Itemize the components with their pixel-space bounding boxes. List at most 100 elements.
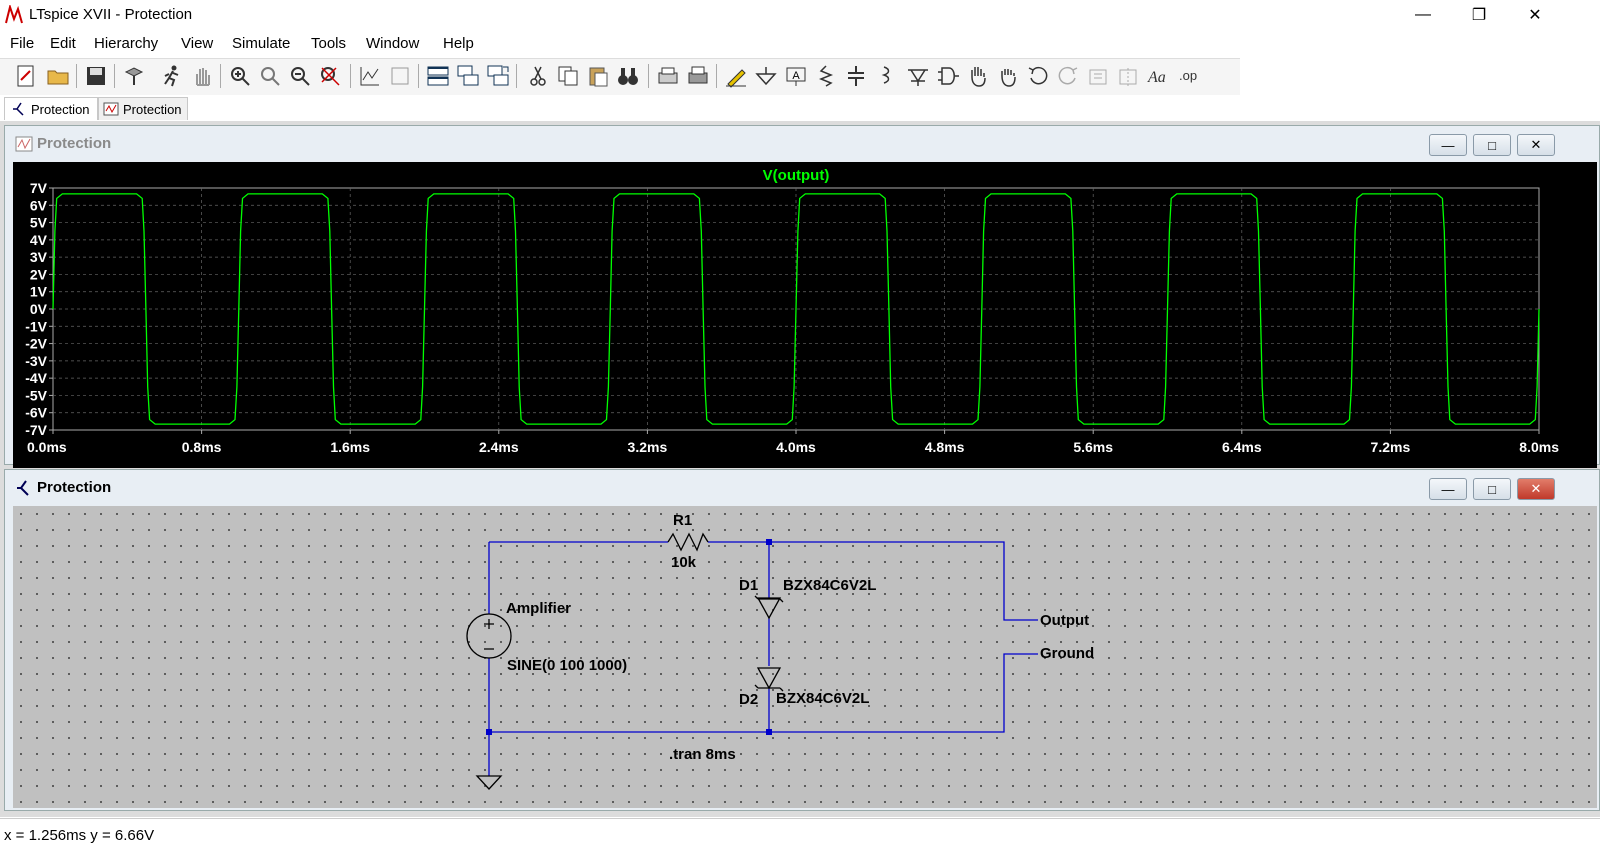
wire-bottom[interactable] — [489, 653, 1038, 733]
new-schematic-icon[interactable] — [14, 64, 38, 88]
menu-help[interactable]: Help — [443, 35, 474, 52]
capacitor-icon[interactable] — [844, 64, 868, 88]
autorange-icon[interactable] — [358, 64, 382, 88]
y-tick-label: 1V — [30, 284, 48, 300]
diode-icon[interactable] — [906, 64, 930, 88]
menu-view[interactable]: View — [181, 35, 214, 52]
menu-tools[interactable]: Tools — [311, 35, 347, 52]
zoom-in-icon[interactable] — [228, 64, 252, 88]
save-icon[interactable] — [84, 64, 108, 88]
mirror-icon[interactable] — [1116, 64, 1140, 88]
cut-icon[interactable] — [526, 64, 550, 88]
move-hand-icon[interactable] — [966, 64, 990, 88]
paste-icon[interactable] — [586, 64, 610, 88]
output-net-label[interactable]: Output — [1040, 612, 1090, 629]
menu-hierarchy[interactable]: Hierarchy — [94, 35, 159, 52]
waveform-minimize-button[interactable]: — — [1429, 134, 1467, 156]
y-tick-label: -5V — [25, 387, 47, 403]
ltspice-logo-icon — [5, 5, 23, 24]
spice-directive-icon[interactable]: .op — [1178, 64, 1202, 88]
minimize-button[interactable]: — — [1415, 6, 1431, 23]
inductor-icon[interactable] — [874, 64, 898, 88]
control-panel-icon[interactable] — [122, 64, 146, 88]
waveform-close-button[interactable]: ✕ — [1517, 134, 1555, 156]
window-title: LTspice XVII - Protection — [29, 6, 193, 23]
label-net-icon[interactable]: A — [784, 64, 808, 88]
d1-model-label[interactable]: BZX84C6V2L — [783, 577, 877, 594]
schematic-drawing — [466, 532, 1038, 790]
drag-hand-icon[interactable] — [996, 64, 1020, 88]
copy-icon[interactable] — [556, 64, 580, 88]
d1-name-label[interactable]: D1 — [739, 577, 759, 594]
ground-symbol[interactable] — [475, 775, 503, 790]
menu-simulate[interactable]: Simulate — [232, 35, 291, 52]
y-tick-label: -1V — [25, 318, 47, 334]
voltage-source[interactable] — [466, 613, 512, 659]
waveform-window-title: Protection — [37, 135, 112, 152]
tab-schematic[interactable]: Protection — [4, 97, 98, 120]
x-tick-label: 2.4ms — [479, 439, 519, 455]
zoom-pan-icon[interactable] — [258, 64, 282, 88]
rotate-icon[interactable] — [1086, 64, 1110, 88]
diode-d1[interactable] — [754, 595, 784, 620]
waveform-window-titlebar[interactable]: Protection — □ ✕ — [5, 126, 1599, 160]
d2-name-label[interactable]: D2 — [739, 691, 759, 708]
schematic-maximize-button[interactable]: □ — [1473, 478, 1511, 500]
draw-wire-icon[interactable] — [724, 64, 748, 88]
x-tick-label: 5.6ms — [1073, 439, 1113, 455]
source-name-label[interactable]: Amplifier — [506, 600, 572, 617]
y-tick-label: 2V — [30, 266, 48, 282]
source-value-label[interactable]: SINE(0 100 1000) — [507, 657, 628, 674]
waveform-chart[interactable]: 7V6V5V4V3V2V1V0V-1V-2V-3V-4V-5V-6V-7V0.0… — [13, 162, 1597, 468]
waveform-maximize-button[interactable]: □ — [1473, 134, 1511, 156]
print-icon[interactable] — [686, 64, 710, 88]
run-icon[interactable] — [160, 64, 184, 88]
text-icon[interactable]: Aa — [1146, 64, 1170, 88]
find-icon[interactable] — [616, 64, 640, 88]
schematic-close-button[interactable]: ✕ — [1517, 478, 1555, 500]
halt-icon[interactable] — [190, 64, 214, 88]
resistor-r1[interactable] — [667, 532, 709, 552]
y-tick-label: -3V — [25, 353, 47, 369]
cascade-icon[interactable] — [456, 64, 480, 88]
r1-name-label[interactable]: R1 — [673, 512, 693, 529]
redo-icon[interactable] — [1056, 64, 1080, 88]
x-tick-label: 7.2ms — [1371, 439, 1411, 455]
close-button[interactable]: ✕ — [1528, 7, 1542, 24]
cursor-readout: x = 1.256ms y = 6.66V — [4, 827, 155, 844]
y-tick-label: -7V — [25, 422, 47, 438]
menu-file[interactable]: File — [10, 35, 35, 52]
schematic-canvas[interactable]: R1 10k D1 BZX84C6V2L D2 BZX84C6V2L Ampli… — [13, 506, 1597, 808]
tran-directive[interactable]: .tran 8ms — [669, 746, 736, 763]
zoom-out-icon[interactable] — [288, 64, 312, 88]
tab-waveform[interactable]: Protection — [98, 97, 188, 120]
resistor-icon[interactable] — [814, 64, 838, 88]
r1-value-label[interactable]: 10k — [671, 554, 697, 571]
ground-net-label[interactable]: Ground — [1040, 645, 1095, 662]
schematic-window-titlebar[interactable]: Protection — □ ✕ — [5, 470, 1599, 504]
undo-icon[interactable] — [1026, 64, 1050, 88]
d2-model-label[interactable]: BZX84C6V2L — [776, 690, 870, 707]
menu-edit[interactable]: Edit — [50, 35, 76, 52]
manual-limits-icon[interactable] — [388, 64, 412, 88]
restore-button[interactable]: ❐ — [1471, 7, 1487, 24]
x-tick-label: 3.2ms — [628, 439, 668, 455]
tile-vertical-icon[interactable] — [486, 64, 510, 88]
tile-horizontal-icon[interactable] — [426, 64, 450, 88]
schematic-window: Protection — □ ✕ — [4, 469, 1600, 811]
y-tick-label: 4V — [30, 232, 48, 248]
print-preview-icon[interactable] — [656, 64, 680, 88]
open-icon[interactable] — [46, 64, 70, 88]
zoom-fit-icon[interactable] — [318, 64, 342, 88]
menu-window[interactable]: Window — [366, 35, 420, 52]
y-tick-label: 5V — [30, 215, 48, 231]
component-icon[interactable] — [936, 64, 960, 88]
y-tick-label: 0V — [30, 301, 48, 317]
x-tick-label: 0.0ms — [27, 439, 67, 455]
x-tick-label: 6.4ms — [1222, 439, 1262, 455]
schematic-minimize-button[interactable]: — — [1429, 478, 1467, 500]
wire-top-right[interactable] — [708, 541, 1038, 621]
ground-icon[interactable] — [754, 64, 778, 88]
diode-d2[interactable] — [754, 667, 784, 692]
